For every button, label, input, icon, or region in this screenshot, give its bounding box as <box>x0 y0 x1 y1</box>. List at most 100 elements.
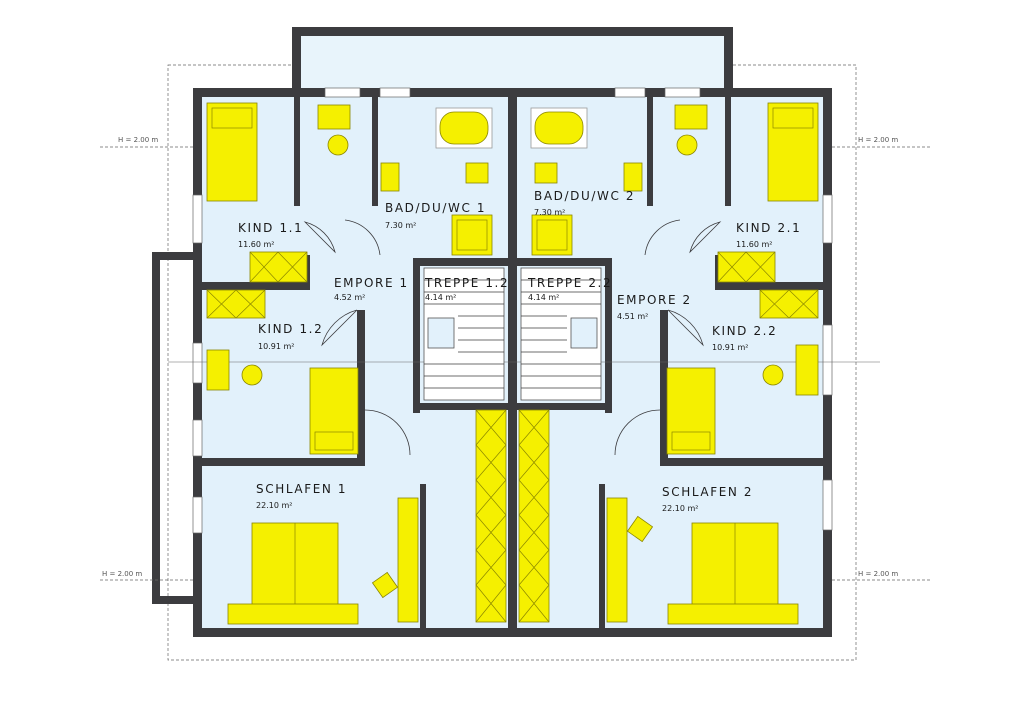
wall-kind21-bottom <box>718 282 823 290</box>
balcony-wall-bottom <box>152 596 194 604</box>
chair-kind21 <box>676 134 698 156</box>
staircase-1 <box>423 267 505 401</box>
window-schlafen2 <box>822 479 833 531</box>
room-name-empore-2: EMPORE 2 <box>617 293 692 307</box>
storage-right-x <box>518 409 550 623</box>
wall-bath1-bottom <box>420 258 508 266</box>
door-kind22 <box>667 309 704 347</box>
sink-2 <box>623 162 643 192</box>
room-area-kind-2-1: 11.60 m² <box>736 240 772 249</box>
door-kind12 <box>321 309 358 347</box>
shower-2-inner <box>536 219 568 251</box>
wall-kind11-bottom <box>202 282 307 290</box>
desk-kind22 <box>795 344 819 396</box>
outer-wall-bottom <box>193 628 832 637</box>
door-kind11 <box>303 221 336 254</box>
room-area-treppe-2-2: 4.14 m² <box>528 293 559 302</box>
wall-kind11-bath <box>294 96 300 206</box>
door-schlafen1 <box>364 409 411 456</box>
wall-kind22-left <box>660 310 668 460</box>
balcony-wall-left <box>152 252 160 604</box>
window-kind12-b <box>192 419 203 457</box>
storage-left-x <box>475 409 507 623</box>
room-name-treppe-2-2: TREPPE 2.2 <box>527 276 612 290</box>
dresser-schlafen1 <box>227 603 359 625</box>
height-mark-left-top: H = 2.00 m <box>118 136 158 144</box>
window-top-3 <box>614 87 646 98</box>
room-name-kind-2-1: KIND 2.1 <box>736 221 801 235</box>
window-top-4 <box>664 87 701 98</box>
wardrobe-kind22 <box>759 289 819 319</box>
room-name-bad-2: BAD/DU/WC 2 <box>534 189 635 203</box>
wall-bath1-right <box>372 96 378 206</box>
window-schlafen1 <box>192 496 203 534</box>
wall-schlafen2-left <box>599 484 605 628</box>
room-area-kind-1-2: 10.91 m² <box>258 342 294 351</box>
storage-right <box>518 409 550 623</box>
wardrobe-kind21-x <box>717 251 776 283</box>
sink-1 <box>380 162 400 192</box>
window-kind21 <box>822 194 833 244</box>
wardrobe-kind12 <box>206 289 266 319</box>
window-top-2 <box>379 87 411 98</box>
height-mark-right-top: H = 2.00 m <box>858 136 898 144</box>
bed-kind21 <box>767 102 819 202</box>
wall-bath2-bottom <box>517 258 605 266</box>
room-name-kind-1-2: KIND 1.2 <box>258 322 323 336</box>
roof-outline <box>167 64 857 661</box>
wall-kind12-bottom <box>202 458 365 466</box>
desk-schlafen1 <box>397 497 419 623</box>
pillow-kind12 <box>314 431 354 451</box>
party-wall <box>508 88 517 628</box>
dormer-wall-left <box>292 27 301 97</box>
wardrobe-kind11-x <box>249 251 308 283</box>
wardrobe-kind12-x <box>206 289 266 319</box>
door-schlafen2 <box>614 409 661 456</box>
shower-2 <box>531 214 573 256</box>
wall-stair1-left <box>413 258 420 413</box>
chair-kind12 <box>241 364 263 386</box>
room-name-schlafen-1: SCHLAFEN 1 <box>256 482 347 496</box>
wall-stair1-bottom <box>413 403 508 410</box>
dormer-floor <box>300 35 725 95</box>
desk-kind12 <box>206 349 230 391</box>
desk-schlafen2 <box>606 497 628 623</box>
desk-kind11 <box>317 104 351 130</box>
room-area-empore-2: 4.51 m² <box>617 312 648 321</box>
dresser-schlafen2 <box>667 603 799 625</box>
room-area-bad-1: 7.30 m² <box>385 221 416 230</box>
dormer-wall-top <box>292 27 733 36</box>
bed-kind11 <box>206 102 258 202</box>
room-area-treppe-1-2: 4.14 m² <box>425 293 456 302</box>
room-name-schlafen-2: SCHLAFEN 2 <box>662 485 753 499</box>
pillow-kind21 <box>772 107 814 129</box>
shower-1-inner <box>456 219 488 251</box>
window-top-1 <box>324 87 361 98</box>
height-mark-right-bottom: H = 2.00 m <box>858 570 898 578</box>
room-area-schlafen-2: 22.10 m² <box>662 504 698 513</box>
window-kind12-a <box>192 342 203 384</box>
chair-kind22 <box>762 364 784 386</box>
window-kind11 <box>192 194 203 244</box>
wall-kind12-right <box>357 310 365 460</box>
wardrobe-kind11 <box>249 251 308 283</box>
desk-kind21 <box>674 104 708 130</box>
pillow-kind11 <box>211 107 253 129</box>
wall-bath2-left <box>647 96 653 206</box>
bathtub-2-basin <box>534 111 584 145</box>
chair-schlafen2 <box>626 515 654 543</box>
door-kind21 <box>689 221 722 254</box>
room-area-kind-1-1: 11.60 m² <box>238 240 274 249</box>
storage-left <box>475 409 507 623</box>
bed-kind12 <box>309 367 359 455</box>
height-mark-left-bottom: H = 2.00 m <box>102 570 142 578</box>
room-area-schlafen-1: 22.10 m² <box>256 501 292 510</box>
room-area-bad-2: 7.30 m² <box>534 208 565 217</box>
wall-kind22-bottom <box>660 458 823 466</box>
wall-kind21-bath <box>725 96 731 206</box>
room-name-empore-1: EMPORE 1 <box>334 276 409 290</box>
staircase-2 <box>520 267 602 401</box>
wardrobe-kind22-x <box>759 289 819 319</box>
room-name-kind-2-2: KIND 2.2 <box>712 324 777 338</box>
